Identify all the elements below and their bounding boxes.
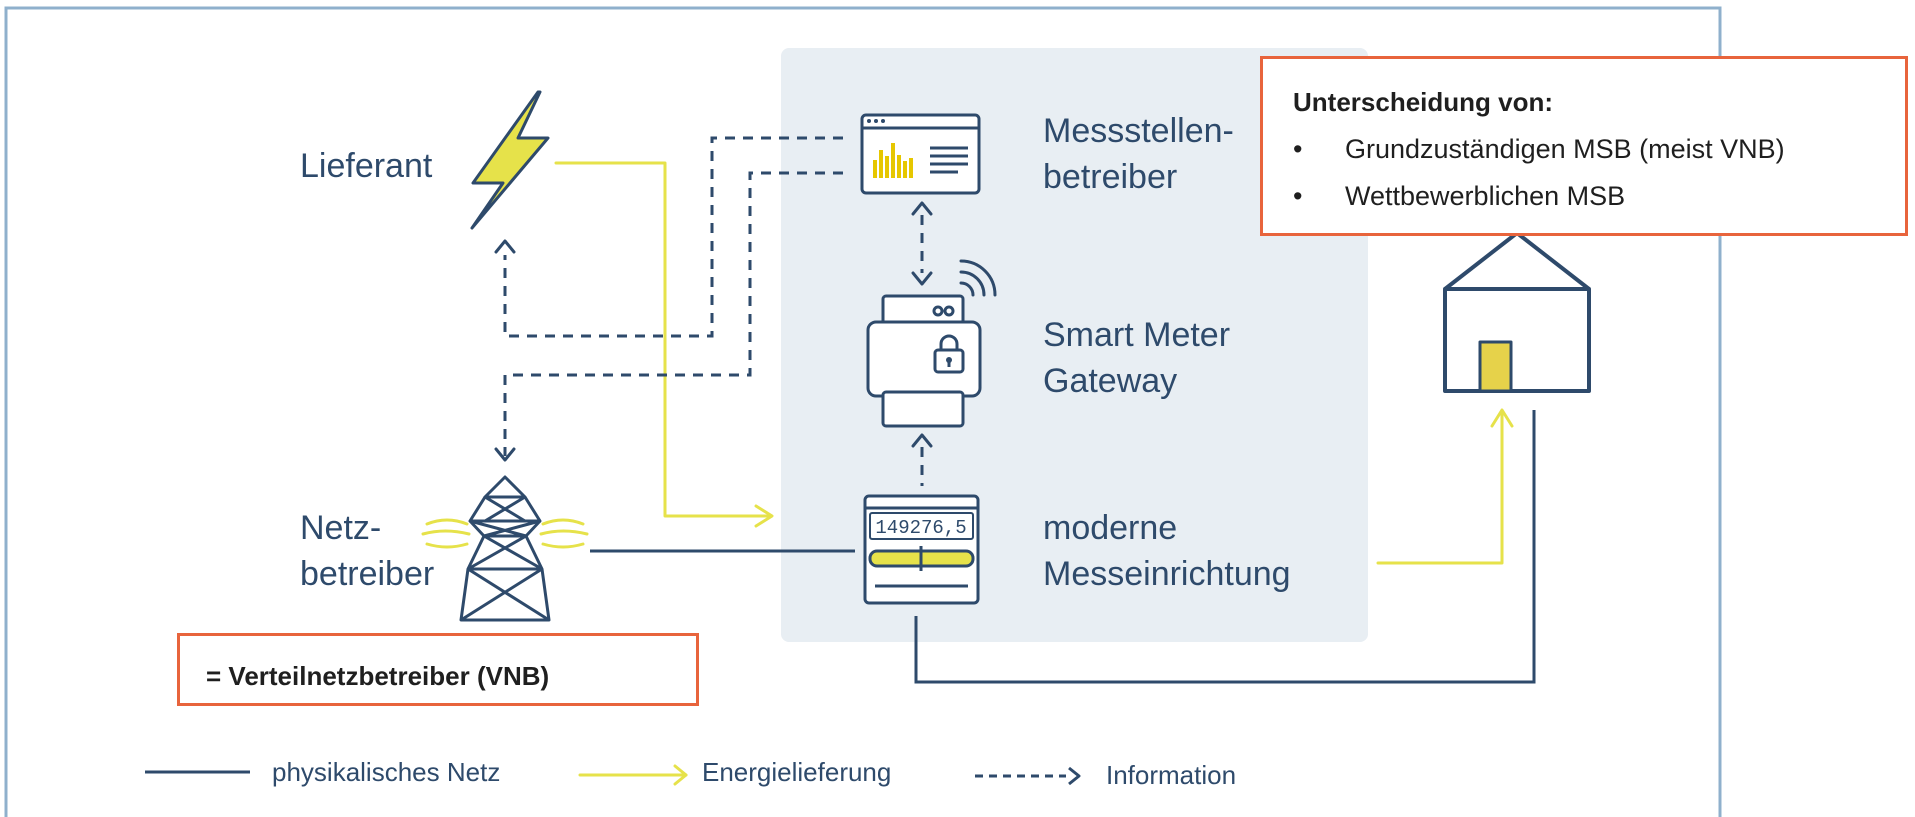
diagram-frame [4,6,1722,817]
power-line-icon [421,518,589,549]
grid-operator-label: Netz- betreiber [300,509,435,593]
supplier-label: Lieferant [300,147,433,185]
msb-callout: Unterscheidung von: Grundzuständigen MSB… [1260,56,1908,236]
monitor-icon [860,113,981,195]
meter-icon [863,494,980,605]
vnb-callout: = Verteilnetzbetreiber (VNB) [177,633,699,706]
legend-physical-label: physikalisches Netz [272,757,501,787]
msb-callout-item: Grundzuständigen MSB (meist VNB) [1263,134,1905,165]
physical-network-lines [590,410,1536,684]
wireless-signal-icon [959,259,997,297]
meter-reading: 149276,5 [875,517,966,539]
msb-callout-item: Wettbewerblichen MSB [1263,181,1905,212]
information-arrowheads [494,201,933,462]
legend-info-label: Information [1106,760,1237,790]
legend-energy-arrow [578,764,688,786]
msb-callout-title: Unterscheidung von: [1293,87,1554,117]
transmission-tower-icon [459,475,551,622]
energy-delivery-lines [554,161,1514,565]
gateway-icon [866,294,982,428]
modern-meter-label: moderne Messeinrichtung [1043,509,1291,593]
house-icon [1443,231,1591,393]
metering-panel [781,48,1368,642]
legend-info-arrow [975,766,1081,786]
information-lines [503,136,924,486]
lightning-icon [470,90,550,230]
gateway-label: Smart Meter Gateway [1043,316,1231,400]
legend-energy-label: Energielieferung [702,757,892,787]
vnb-callout-text: = Verteilnetzbetreiber (VNB) [206,661,550,691]
meter-operator-label: Messstellen- betreiber [1043,112,1234,196]
